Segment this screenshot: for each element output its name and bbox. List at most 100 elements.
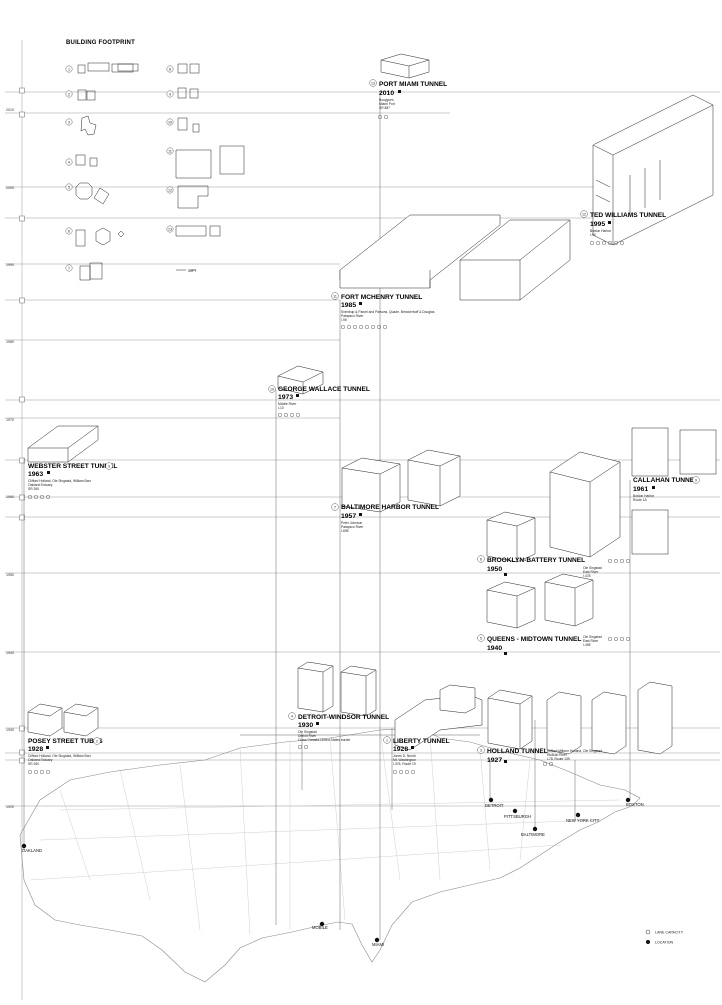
tunnel-info: I-495 [583,643,591,647]
tunnel-number: 1 [386,738,388,742]
tunnel-info: Oakland Estuary [28,758,53,762]
tunnel-liberty: 1 LIBERTY TUNNEL 1928 Jones D. Neold Mt.… [383,736,450,775]
footprint-panel [75,62,245,281]
tunnel-info: Clifford Milburn Holland, Ole Singstad [547,749,602,753]
tunnel-info: Detroit River [298,734,317,738]
footprint-number: 12 [168,188,172,192]
year-1960: 1960 [6,495,14,499]
tunnel-detroit-windsor: 4 DETROIT-WINDSOR TUNNEL 1930 Ole Singst… [288,712,389,750]
timeline-grid [5,40,720,1000]
city-label: NEW YORK CITY [566,818,600,823]
lane-capacity-dots [28,770,51,775]
tunnel-baltimore-harbor: 7 BALTIMORE HARBOR TUNNEL 1957 Peter Joh… [331,503,439,533]
tunnel-info: Ole Singstad [583,566,602,570]
tunnel-info: I-95 [341,318,347,322]
tunnel-info: Boston Harbor [590,229,612,233]
footprint-number-labels: 1 2 3 4 5 6 7 8 9 10 11 12 13 [68,67,172,270]
location-marker [359,513,362,516]
tunnel-year: 1940 [487,645,502,652]
city-label: BALTIMORE [521,832,545,837]
tunnel-number-badge [477,634,485,642]
tunnel-number: 4 [291,714,293,718]
footprint-number: 7 [68,266,70,270]
tunnel-number: 7 [334,505,336,509]
tunnel-info: Clifford Holland, Ole Singstad, William … [28,479,92,483]
footprint-number: 8 [169,67,171,71]
capacity-legend-icon [645,929,651,935]
legend-location: LOCATION [655,941,674,945]
tunnel-year: 1928 [28,746,43,753]
tunnel-info: SR 887 [379,106,390,110]
footprint-title: BUILDING FOOTPRINT [66,40,135,46]
tunnel-info: Ole Singstad [583,635,602,639]
tunnel-number: 13 [371,81,375,85]
tunnel-george-wallace: 10 GEORGE WALLACE TUNNEL 1973 Mobile Riv… [268,385,370,418]
footprint-number: 11 [168,149,172,153]
scale-label: 50FT [188,269,197,273]
tunnel-info: Mobile River [278,402,297,406]
tunnel-year: 1928 [393,746,408,753]
footprint-numbers [65,65,174,272]
tunnel-info: Mt. Washington [393,758,416,762]
tunnel-info: Bouygues [379,98,394,102]
lane-capacity-dots [608,637,631,642]
location-marker [47,471,50,474]
tunnel-year: 1927 [487,757,502,764]
year-1990: 1990 [6,263,14,267]
tunnel-number-badge [331,503,339,511]
tunnel-name: TED WILLIAMS TUNNEL [590,212,666,219]
tunnel-info: East River [583,639,599,643]
tunnel-name: POSEY STREET TUBES [28,738,103,745]
us-map [19,727,641,983]
city-markers [21,797,631,943]
tunnel-number: 5 [480,636,482,640]
tunnel-number-badge [288,712,296,720]
lane-capacity-dots [393,770,416,775]
tunnel-info: Boston Harbor [633,494,655,498]
location-marker [398,90,401,93]
tunnel-number-badge [331,292,339,300]
footprint-number: 4 [68,160,70,164]
location-marker [504,760,507,763]
legend: LANE CAPACITY LOCATION [645,929,684,945]
tunnel-callahan: CALLAHAN TUNNEL 9 1961 Boston Harbor Rou… [633,476,700,502]
tunnel-info: Jones D. Neold [393,754,416,758]
tunnel-number-badge [692,476,700,484]
tunnel-year: 1961 [633,486,648,493]
tunnel-year: 1957 [341,513,356,520]
location-marker [411,746,414,749]
tunnel-year: 1995 [590,221,605,228]
year-1980: 1980 [6,340,14,344]
tunnel-info: I-90 [590,233,596,237]
location-marker [608,221,611,224]
tunnel-number-badge [383,736,391,744]
tunnel-info: Oakland Estuary [28,483,53,487]
tunnel-number: 2 [96,739,98,743]
tunnel-info: I-10 [278,406,284,410]
tunnel-info: I-895 [341,529,349,533]
tunnel-info: I-376, Route 19 [393,762,416,766]
tunnel-holland: 3 HOLLAND TUNNEL 1927 Clifford Milburn H… [477,746,602,767]
tunnel-name: HOLLAND TUNNEL [487,748,548,755]
tunnel-info: Sverdrup & Parcel and Parsons, Quade, Br… [341,310,435,314]
location-marker [296,394,299,397]
tunnel-posey-street: POSEY STREET TUBES 2 1928 Clifford Holla… [28,737,103,775]
location-marker [504,652,507,655]
connector-lines [23,92,631,940]
tunnel-info: Patapsco River [341,314,364,318]
tunnel-number-badge [268,385,276,393]
tunnel-webster-street: WEBSTER STREET TUNNEL 9 1963 Clifford Ho… [28,462,117,500]
tunnel-info: Route 1A [633,498,648,502]
tunnel-name: LIBERTY TUNNEL [393,738,450,745]
tunnel-info: Peter Johnson [341,521,362,525]
tunnel-info: SR 260 [28,762,39,766]
lane-capacity-dots [378,114,389,119]
footprint-number: 6 [68,229,70,233]
tunnel-number: 10 [270,387,274,391]
legend-capacity: LANE CAPACITY [655,931,684,935]
city-label: MOBILE [312,925,328,930]
tunnel-number: 6 [480,557,482,561]
tunnel-year: 1973 [278,394,293,401]
tunnel-name: CALLAHAN TUNNEL [633,477,698,484]
